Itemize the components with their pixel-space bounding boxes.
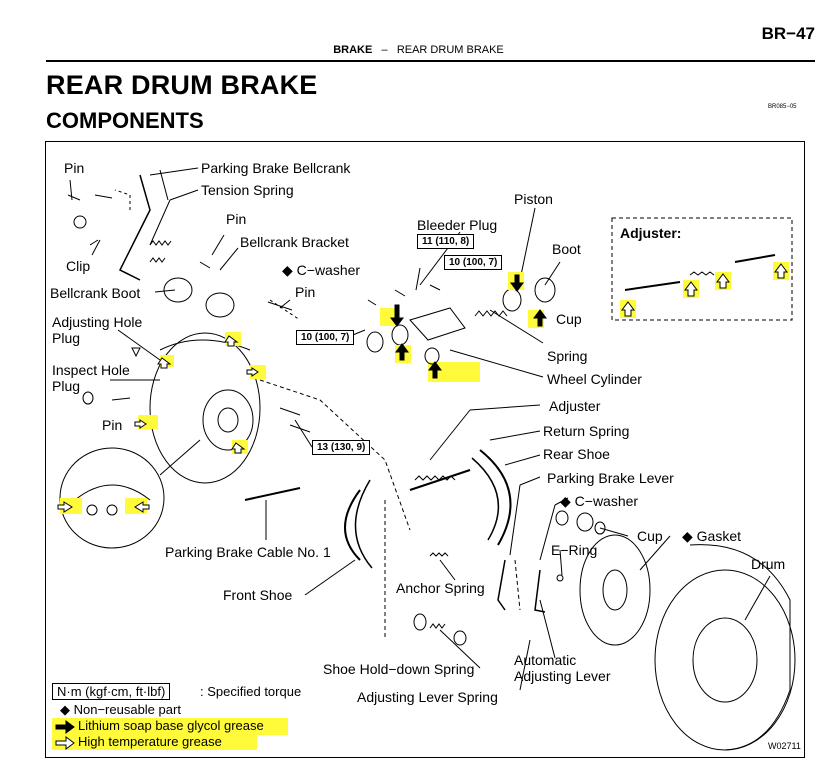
label-e-ring: E−Ring xyxy=(551,542,598,558)
label-pin-low: Pin xyxy=(102,417,123,433)
figure-id: W02711 xyxy=(768,741,801,751)
label-shoe-hold-down-spring: Shoe Hold−down Spring xyxy=(323,661,475,677)
torque-cylinder-left: 10 (100, 7) xyxy=(296,330,355,345)
highlight-hightemp xyxy=(52,734,257,750)
label-automatic-adjusting-lever-line2: Adjusting Lever xyxy=(514,668,611,684)
label-inspect-hole-plug-line2: Plug xyxy=(52,378,81,394)
label-anchor-spring: Anchor Spring xyxy=(396,580,485,596)
label-adjusting-lever-spring: Adjusting Lever Spring xyxy=(357,689,498,705)
label-parking-brake-bellcrank: Parking Brake Bellcrank xyxy=(201,160,351,176)
header-rule xyxy=(46,60,815,62)
label-cup-top: Cup xyxy=(556,311,582,327)
label-adjusting-hole-plug-line2: Plug xyxy=(52,330,81,346)
doc-code: BR085−05 xyxy=(768,104,797,110)
label-gasket: ◆ Gasket xyxy=(682,528,742,544)
label-piston: Piston xyxy=(514,191,553,207)
label-adjusting-hole-plug-line1: Adjusting Hole xyxy=(52,314,143,330)
label-clip: Clip xyxy=(66,258,91,274)
label-automatic-adjusting-lever-line1: Automatic xyxy=(514,652,577,668)
label-pin-top: Pin xyxy=(64,160,85,176)
label-spring: Spring xyxy=(547,348,588,364)
legend-torque-unit: N·m (kgf·cm, ft·lbf) xyxy=(52,683,171,700)
breadcrumb-subsection: REAR DRUM BRAKE xyxy=(396,44,504,56)
label-bellcrank-boot: Bellcrank Boot xyxy=(50,285,141,301)
adjuster-inset-title: Adjuster: xyxy=(620,225,682,241)
legend-lithium-grease: Lithium soap base glycol grease xyxy=(78,718,264,733)
label-return-spring: Return Spring xyxy=(543,423,630,439)
lithium-grease-arrows xyxy=(55,274,547,734)
label-pin-mid: Pin xyxy=(226,211,247,227)
torque-bleeder: 11 (110, 8) xyxy=(417,234,475,249)
label-pin-right: Pin xyxy=(295,284,316,300)
high-temp-grease-arrows xyxy=(55,263,788,750)
label-adjuster: Adjuster xyxy=(549,398,601,414)
label-boot: Boot xyxy=(552,241,581,257)
breadcrumb: BRAKE – REAR DRUM BRAKE xyxy=(0,44,837,56)
label-wheel-cylinder: Wheel Cylinder xyxy=(547,371,642,387)
label-rear-shoe: Rear Shoe xyxy=(543,446,610,462)
torque-backing-plate: 13 (130, 9) xyxy=(312,440,371,455)
highlight-cylinder-bottom xyxy=(428,362,480,382)
breadcrumb-section: BRAKE xyxy=(333,44,373,56)
label-front-shoe: Front Shoe xyxy=(223,587,293,603)
breadcrumb-separator: – xyxy=(381,44,388,56)
diagram-frame xyxy=(45,141,805,758)
page-subtitle: COMPONENTS xyxy=(46,108,204,133)
label-tension-spring: Tension Spring xyxy=(201,182,294,198)
label-parking-brake-cable: Parking Brake Cable No. 1 xyxy=(165,544,331,560)
legend-non-reusable: ◆ Non−reusable part xyxy=(60,702,181,717)
label-bleeder-plug: Bleeder Plug xyxy=(417,217,498,233)
highlight-lithium xyxy=(52,718,288,735)
label-c-washer-2: ◆ C−washer xyxy=(560,493,639,509)
torque-cylinder-top: 10 (100, 7) xyxy=(444,255,503,270)
label-bellcrank-bracket: Bellcrank Bracket xyxy=(240,234,349,250)
label-c-washer-1: ◆ C−washer xyxy=(282,262,361,278)
legend-high-temp-grease: High temperature grease xyxy=(78,734,222,749)
page-number: BR−47 xyxy=(761,24,815,43)
label-cup-bottom: Cup xyxy=(637,528,663,544)
label-parking-brake-lever: Parking Brake Lever xyxy=(547,470,674,486)
page-title: REAR DRUM BRAKE xyxy=(46,70,318,100)
label-drum: Drum xyxy=(751,556,786,572)
legend-torque-desc: : Specified torque xyxy=(200,684,302,699)
label-inspect-hole-plug-line1: Inspect Hole xyxy=(52,362,130,378)
